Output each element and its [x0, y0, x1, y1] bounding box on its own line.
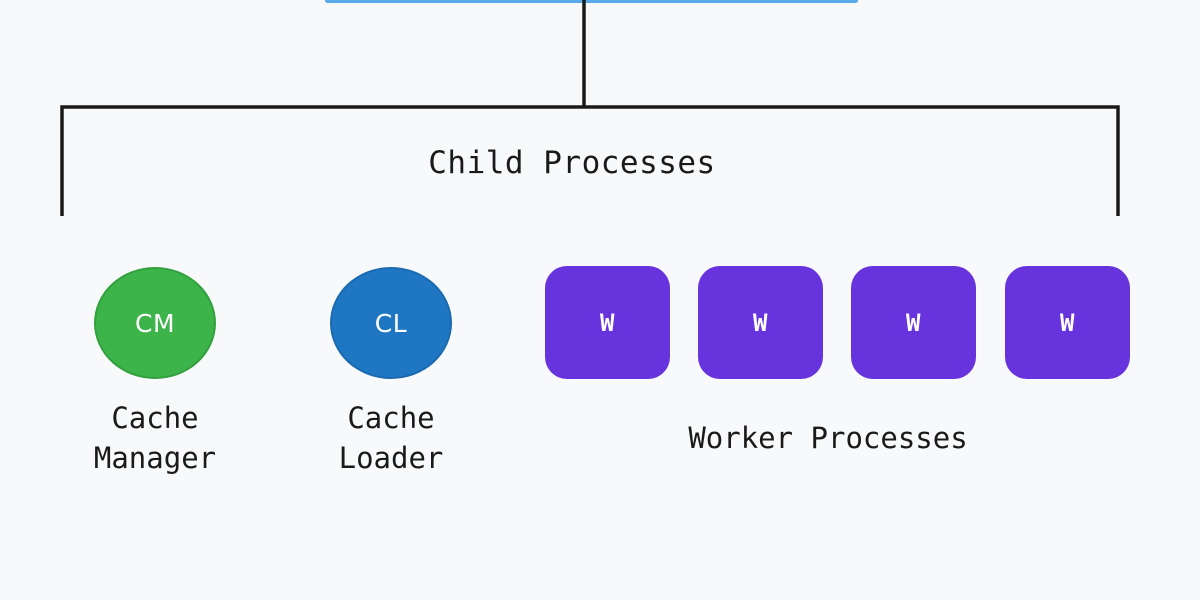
node-worker-2-abbrev: W [753, 308, 768, 337]
node-cache-manager[interactable]: CM [94, 267, 216, 379]
node-cache-manager-abbrev: CM [134, 308, 176, 338]
caption-worker-processes: Worker Processes [688, 421, 968, 455]
node-worker-1[interactable]: W [545, 266, 670, 379]
node-worker-2[interactable]: W [698, 266, 823, 379]
node-cache-loader-abbrev: CL [374, 308, 408, 338]
parent-node-sliver [325, 0, 858, 3]
node-cache-loader[interactable]: CL [330, 267, 452, 379]
caption-cache-manager: Cache Manager [93, 401, 217, 475]
caption-cache-loader: Cache Loader [338, 401, 444, 475]
node-worker-3-abbrev: W [906, 308, 921, 337]
node-worker-4[interactable]: W [1005, 266, 1130, 379]
child-processes-label: Child Processes [428, 145, 716, 181]
node-worker-4-abbrev: W [1060, 308, 1075, 337]
node-worker-3[interactable]: W [851, 266, 976, 379]
node-worker-1-abbrev: W [600, 308, 615, 337]
